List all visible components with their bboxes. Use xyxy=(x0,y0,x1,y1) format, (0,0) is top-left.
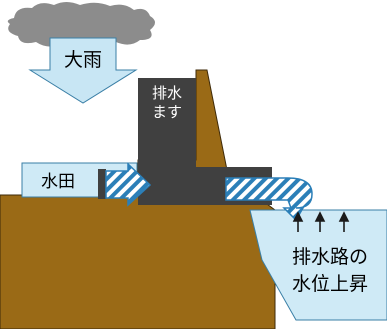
water-rise-arrows xyxy=(292,211,350,232)
rain-arrow xyxy=(28,37,138,104)
drain-box-label-line1: 排水 xyxy=(152,84,182,102)
canal-label-line2: 水位上昇 xyxy=(292,273,368,295)
drain-box-label-line2: ます xyxy=(152,103,182,121)
canal-label-line1: 排水路の xyxy=(292,246,368,268)
heavy-rain-label: 大雨 xyxy=(64,49,102,71)
cloud-icon xyxy=(7,2,155,47)
canal-water xyxy=(249,209,387,321)
outflow-arrow xyxy=(225,177,313,222)
drain-box xyxy=(138,78,272,205)
paddy-gate xyxy=(98,169,106,199)
paddy-label: 水田 xyxy=(41,172,75,192)
inflow-arrow xyxy=(105,162,152,207)
